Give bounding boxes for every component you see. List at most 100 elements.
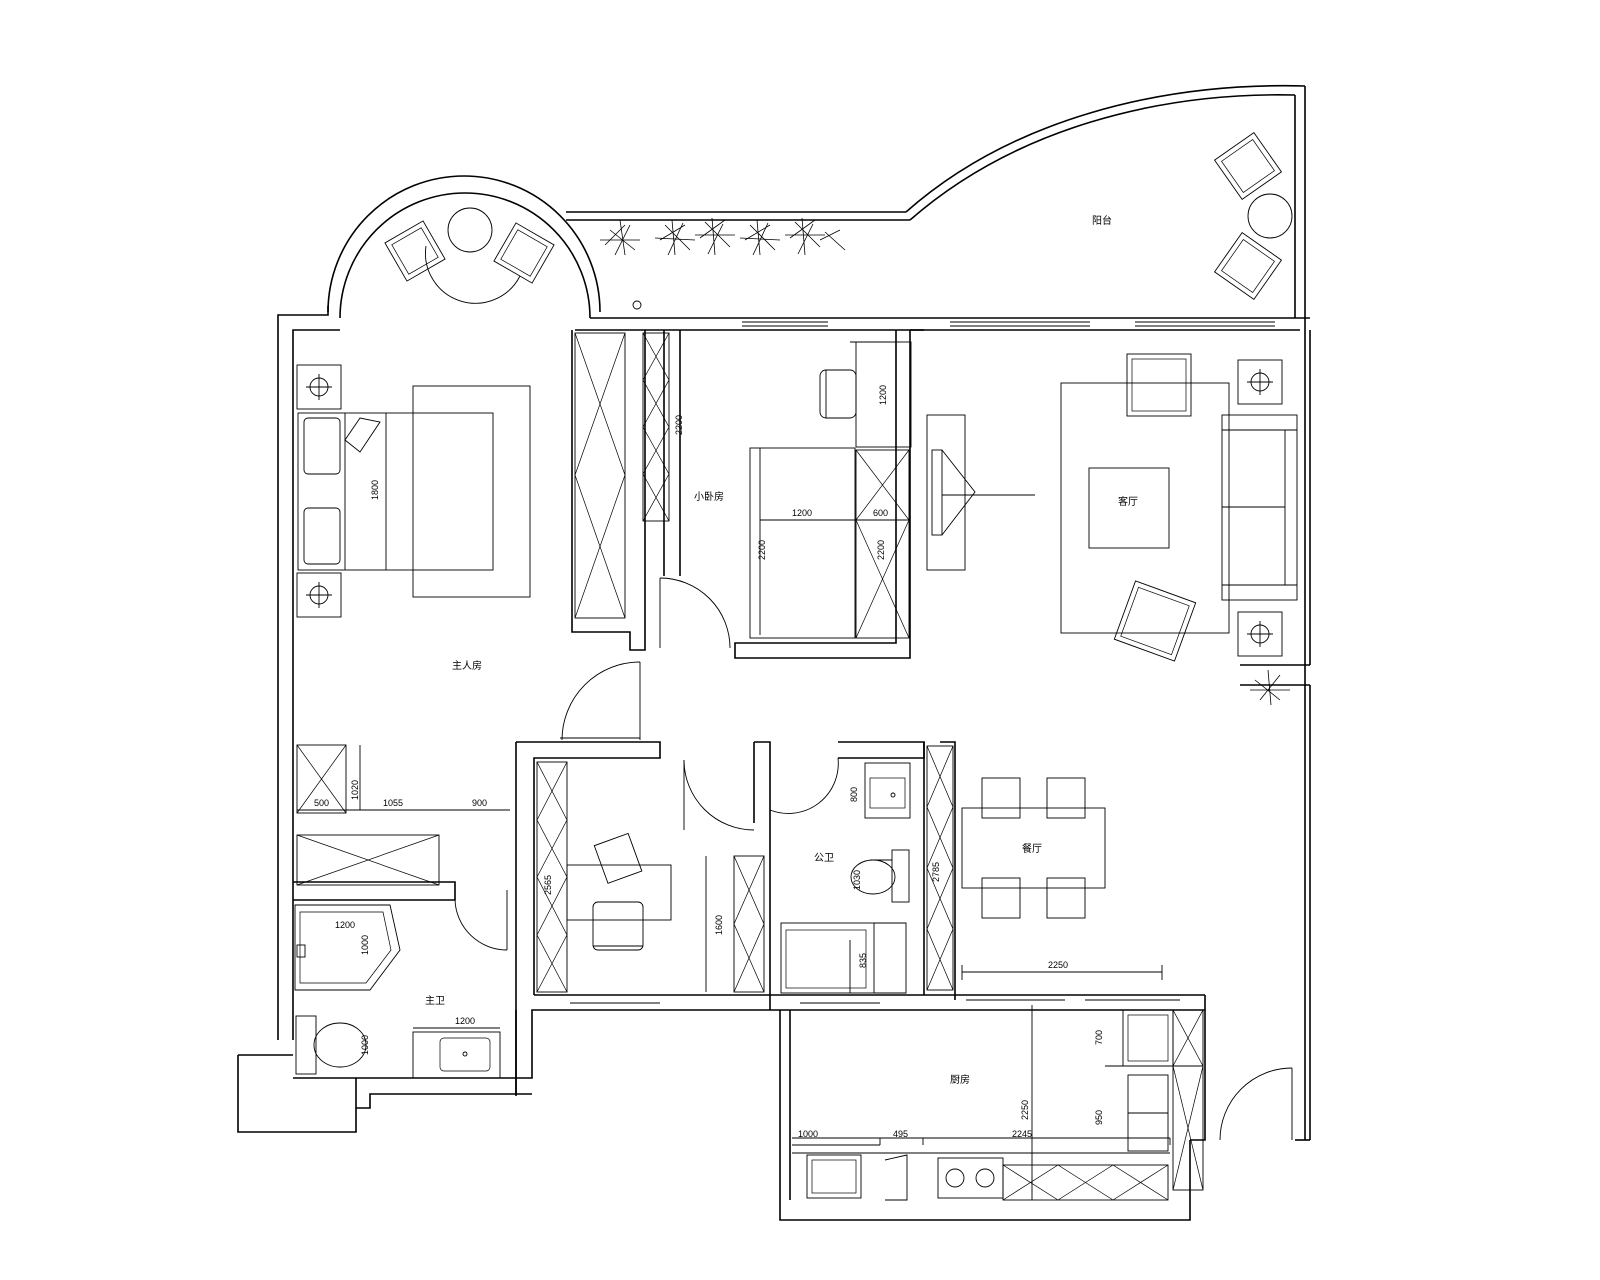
planter — [600, 217, 846, 256]
small-bedroom: 2200 小卧房 1200 1200 2200 600 2200 — [574, 332, 912, 639]
dim-label: 1000 — [798, 1129, 818, 1139]
dim-label: 800 — [849, 787, 859, 802]
dim-label: 1030 — [852, 870, 862, 890]
dim-label: 2245 — [1012, 1129, 1032, 1139]
kitchen: 厨房 2250 700 950 1000 495 2245 — [792, 1005, 1204, 1201]
room-label-living-room: 客厅 — [1118, 495, 1138, 508]
room-label-master-bedroom: 主人房 — [452, 659, 482, 672]
dim-label: 1200 — [878, 385, 888, 405]
armchair — [1113, 580, 1197, 662]
monitor — [593, 832, 643, 884]
dim-label: 2565 — [543, 875, 553, 895]
sofa — [1221, 414, 1298, 601]
tv — [931, 449, 943, 536]
coffee-table — [1088, 467, 1170, 549]
office-chair — [819, 369, 857, 419]
rug — [1060, 382, 1230, 634]
dim-label: 500 — [314, 798, 329, 808]
dim-label: 2250 — [1048, 960, 1068, 970]
single-bed — [749, 447, 856, 639]
dining-chair — [981, 877, 1021, 919]
tv-cabinet — [926, 414, 966, 571]
dim-label: 1000 — [360, 1035, 370, 1055]
room-label-public-bath: 公卫 — [814, 853, 834, 864]
tall-cabinet — [1172, 1009, 1204, 1191]
vanity — [412, 1031, 501, 1079]
dim-label: 600 — [873, 508, 888, 518]
armchair — [493, 222, 555, 284]
armchair — [1213, 231, 1283, 301]
kitchen-sink — [806, 1154, 862, 1199]
dim-label: 950 — [1094, 1110, 1104, 1125]
dim-label: 1020 — [350, 780, 360, 800]
master-bedroom: 1800 主人房 500 1020 1055 900 — [296, 207, 555, 886]
end-table — [1237, 611, 1283, 657]
room-label-master-bath: 主卫 — [425, 995, 445, 1007]
dining-chair — [981, 777, 1021, 819]
dim-label: 2200 — [757, 540, 767, 560]
armchair — [1126, 353, 1192, 417]
dim-label: 1000 — [360, 935, 370, 955]
dining-chair — [1046, 777, 1086, 819]
bookshelf — [733, 855, 765, 993]
nightstand — [296, 364, 342, 410]
double-bed — [297, 412, 494, 571]
end-table — [1237, 359, 1283, 405]
dining-table — [961, 807, 1106, 889]
dim-label: 900 — [472, 798, 487, 808]
dim-label: 1800 — [370, 480, 380, 500]
dim-label: 1200 — [455, 1016, 475, 1026]
walls — [237, 84, 1311, 1221]
dim-label: 2200 — [876, 540, 886, 560]
wardrobe — [574, 332, 626, 619]
lower-cabinets — [1002, 1164, 1169, 1201]
burner-icon — [975, 1168, 995, 1188]
stove — [937, 1157, 1004, 1199]
dim-label: 2250 — [1020, 1100, 1030, 1120]
toilet-tank — [295, 1015, 317, 1075]
balcony: 阳台 — [600, 131, 1293, 310]
room-label-small-bedroom: 小卧房 — [694, 490, 724, 503]
living-room: 客厅 — [926, 353, 1298, 706]
bathtub — [294, 904, 401, 991]
dim-label: 2785 — [931, 862, 941, 882]
fridge — [1122, 1009, 1174, 1067]
public-bath: 800 1030 公卫 835 — [780, 762, 911, 994]
bed-rug — [412, 385, 531, 598]
burner-icon — [945, 1168, 965, 1188]
nightstand — [296, 572, 342, 618]
study-room: 2565 1600 — [536, 761, 765, 993]
master-bath: 1200 1000 主卫 1000 1200 — [294, 904, 501, 1079]
armchair — [1213, 131, 1283, 201]
office-chair — [592, 901, 644, 951]
sink — [864, 762, 911, 819]
toilet-tank — [891, 849, 910, 903]
dryer — [1127, 1112, 1169, 1152]
pillow — [303, 417, 341, 475]
washer — [1127, 1074, 1169, 1114]
dining-chair — [1046, 877, 1086, 919]
round-table — [447, 207, 493, 253]
windows — [560, 321, 1275, 1004]
dim-label: 1200 — [792, 508, 812, 518]
dim-label: 2200 — [674, 415, 684, 435]
sink — [439, 1037, 491, 1072]
dim-label: 700 — [1094, 1030, 1104, 1045]
toilet-icon — [313, 1022, 367, 1068]
cabinet — [296, 744, 347, 814]
dim-label: 1600 — [714, 915, 724, 935]
armchair — [384, 220, 446, 282]
doors — [454, 577, 1293, 1141]
plant-icon — [1250, 669, 1290, 706]
shower-tray — [780, 922, 875, 994]
wardrobe — [296, 834, 440, 886]
wardrobe — [855, 449, 910, 639]
room-label-balcony: 阳台 — [1092, 214, 1112, 227]
dining-room: 2785 餐厅 2250 — [926, 745, 1163, 991]
room-label-dining-room: 餐厅 — [1022, 842, 1042, 855]
dim-label: 1200 — [335, 920, 355, 930]
dim-label: 495 — [893, 1129, 908, 1139]
desk — [566, 864, 672, 921]
shelf — [642, 332, 670, 522]
